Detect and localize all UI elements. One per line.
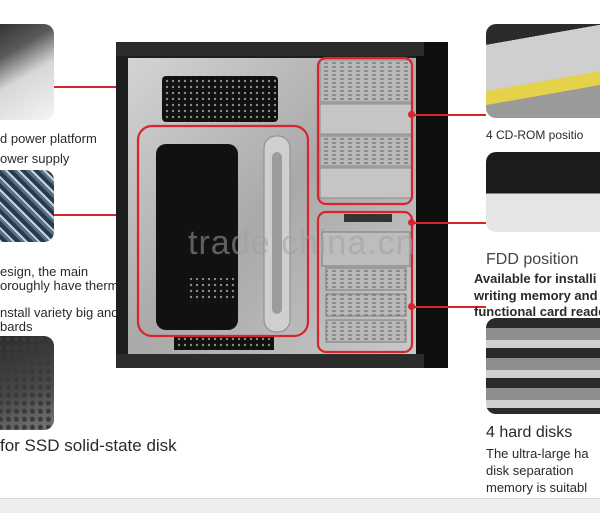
leader-dot-hdd: [408, 303, 415, 310]
caption-hdd-desc-2: disk separation: [486, 463, 574, 478]
bottom-strip: [0, 498, 600, 513]
leader-line-cdrom: [412, 114, 486, 116]
leader-dot-fdd: [408, 219, 415, 226]
watermark: trade.china.cn: [188, 224, 416, 262]
caption-cdrom: 4 CD-ROM positio: [486, 128, 584, 142]
caption-hdd-desc-3: memory is suitabl: [486, 480, 588, 495]
leader-dot-cdrom: [408, 111, 415, 118]
caption-boards: bards: [0, 319, 33, 334]
hard-disk-thumbnail: [486, 318, 600, 414]
caption-power-supply: ower supply: [0, 151, 70, 166]
caption-install: nstall variety big and: [0, 305, 119, 320]
computer-case: [116, 42, 448, 368]
caption-fdd-desc-3: functional card reade: [474, 304, 600, 319]
caption-fdd-desc-1: Available for installi: [474, 271, 597, 286]
leader-line-fdd: [412, 222, 486, 224]
caption-design: esign, the main: [0, 264, 89, 279]
caption-hdd-title: 4 hard disks: [486, 424, 573, 441]
caption-power-platform: d power platform: [0, 131, 97, 146]
caption-fdd-title: FDD position: [486, 251, 579, 268]
caption-fdd-desc-2: writing memory and: [474, 288, 598, 303]
fdd-thumbnail: [486, 152, 600, 232]
cdrom-thumbnail: [486, 24, 600, 118]
ssd-bay-thumbnail: [0, 336, 54, 430]
caption-hdd-desc-1: The ultra-large ha: [486, 446, 589, 461]
leader-line-hdd: [412, 306, 486, 308]
motherboard-thumbnail: [0, 170, 54, 242]
leader-line-power: [54, 86, 140, 88]
leader-line-motherboard: [54, 214, 140, 216]
caption-thermal: oroughly have thermal: [0, 278, 129, 293]
caption-ssd: for SSD solid-state disk: [0, 436, 177, 455]
power-platform-thumbnail: [0, 24, 54, 120]
